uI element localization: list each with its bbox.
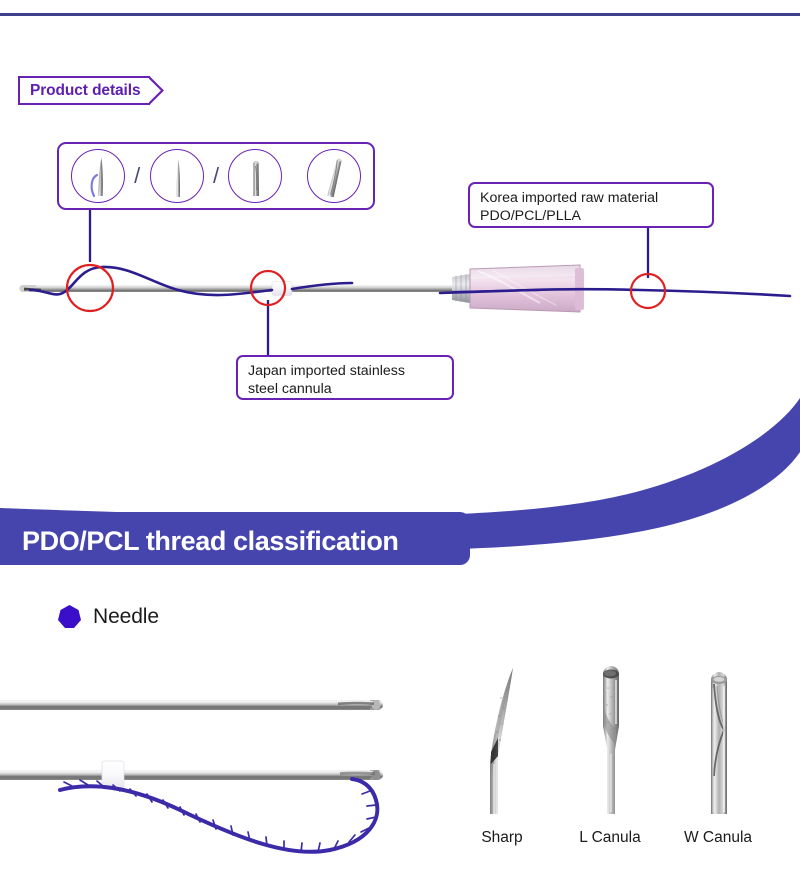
needle-tip-closeup-4 <box>307 149 362 203</box>
section-banner-arc <box>0 398 800 565</box>
w-cannula-tip-icon <box>683 664 753 819</box>
needle-tip-closeup-panel: / / / <box>57 142 375 210</box>
threaded-cannula-diagram <box>0 760 383 854</box>
needle-tip-w-canula: W Canula <box>670 664 766 846</box>
callout-korea-raw-material: Korea imported raw material PDO/PCL/PLLA <box>468 182 714 228</box>
separator-slash-2: / <box>212 163 220 188</box>
callout-japan-cannula: Japan imported stainless steel cannula <box>236 355 454 400</box>
separator-slash-1: / <box>134 163 141 188</box>
callout-korea-line-2: PDO/PCL/PLLA <box>480 207 581 224</box>
sharp-needle-tip-icon <box>467 664 537 819</box>
needle-tip-closeup-1 <box>70 149 125 203</box>
banner-arc-shape <box>0 398 800 551</box>
marker-cannula-shaft <box>249 269 287 307</box>
product-suture-thread <box>28 265 792 298</box>
needle-tip-gallery: Sharp <box>440 645 780 845</box>
banner-title-wrap: PDO/PCL thread classification <box>12 517 467 565</box>
product-details-tag: Product details <box>18 76 165 105</box>
needle-tip-sharp: Sharp <box>454 664 550 846</box>
callout-japan-line-1: Japan imported stainless <box>248 363 405 379</box>
needle-tip-closeup-2 <box>149 149 204 203</box>
product-details-tag-body: Product details <box>18 76 150 105</box>
chevron-right-icon <box>149 76 165 105</box>
marker-needle-tip <box>65 263 115 313</box>
callout-japan-line-2: steel cannula <box>248 380 332 397</box>
barbed-thread-path <box>58 777 380 854</box>
page-section-title: PDO/PCL thread classification <box>22 525 399 556</box>
needle-tip-label-sharp: Sharp <box>481 828 523 846</box>
banner-title-block <box>0 512 470 565</box>
needle-tip-label-w-canula: W Canula <box>683 828 753 846</box>
thread-barbs <box>63 779 377 853</box>
needle-tip-closeup-3 <box>228 149 283 203</box>
callout-korea-line-1: Korea imported raw material <box>480 190 659 206</box>
needle-tip-l-canula: L Canula <box>562 664 658 846</box>
needle-tip-label-l-canula: L Canula <box>579 828 641 846</box>
product-details-tag-label: Product details <box>30 81 141 99</box>
product-cannula-assembly <box>19 264 584 313</box>
l-cannula-tip-icon <box>575 664 645 819</box>
marker-thread-end <box>629 272 667 310</box>
needle-thread-diagrams <box>0 700 383 854</box>
needle-section-label: Needle <box>93 605 159 628</box>
needle-section-heading: Needle <box>57 604 159 629</box>
plain-cannula-diagram <box>0 700 383 710</box>
heptagon-bullet-icon <box>58 605 81 628</box>
top-divider-rule <box>0 13 800 16</box>
